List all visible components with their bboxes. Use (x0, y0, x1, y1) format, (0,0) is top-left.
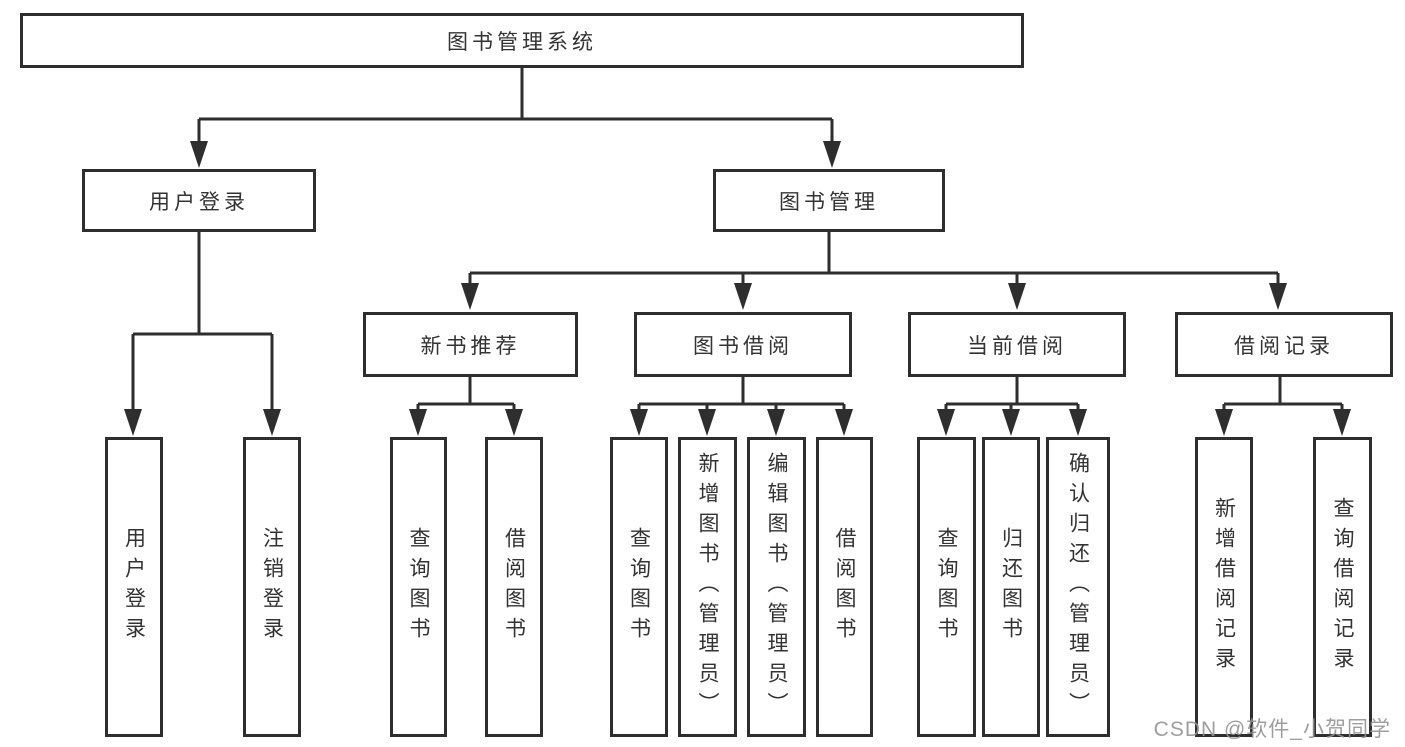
leaf-edit-book-admin: 编辑图书（管理员） (747, 437, 806, 737)
node-label: 借阅图书 (502, 527, 526, 647)
leaf-borrow-book-1: 借阅图书 (485, 437, 543, 737)
leaf-query-book-2: 查询图书 (610, 437, 668, 737)
arrow-down-icon (937, 409, 955, 436)
node-label: 查询图书 (627, 527, 651, 647)
node-book-management: 图书管理 (713, 169, 945, 232)
node-label: 新书推荐 (420, 334, 521, 358)
arrow-down-icon (1008, 283, 1026, 310)
arrow-down-icon (124, 409, 142, 436)
connector-line (416, 377, 516, 412)
leaf-logout-login: 注销登录 (243, 437, 301, 737)
connector-line (1222, 377, 1344, 412)
arrow-down-icon (1069, 409, 1087, 436)
node-new-book-recommend: 新书推荐 (363, 312, 578, 377)
arrow-down-icon (1333, 409, 1351, 436)
node-label: 图书借阅 (693, 334, 793, 358)
leaf-query-book-1: 查询图书 (390, 437, 447, 737)
node-label: 借阅图书 (833, 527, 857, 647)
node-user-login: 用户登录 (82, 169, 316, 232)
connector-line (637, 377, 846, 412)
node-label: 查询借阅记录 (1331, 497, 1355, 677)
arrow-down-icon (190, 141, 208, 168)
connector-book-management-to-level3 (461, 232, 1287, 310)
arrow-down-icon (1002, 409, 1020, 436)
connector-borrow-record-to-leaves (1215, 377, 1351, 436)
node-label: 用户登录 (149, 190, 249, 214)
arrow-down-icon (1215, 409, 1233, 436)
node-label: 当前借阅 (967, 334, 1067, 358)
arrow-down-icon (767, 409, 785, 436)
leaf-user-login: 用户登录 (105, 437, 163, 737)
leaf-add-book-admin: 新增图书（管理员） (678, 437, 737, 737)
node-label: 新增借阅记录 (1212, 497, 1236, 677)
node-label: 查询图书 (407, 527, 431, 647)
arrow-down-icon (835, 409, 853, 436)
node-label: 确认归还（管理员） (1066, 452, 1090, 722)
leaf-return-book: 归还图书 (982, 437, 1040, 737)
arrow-down-icon (1269, 283, 1287, 310)
connector-root-to-level2 (190, 68, 841, 168)
arrow-down-icon (461, 283, 479, 310)
node-label: 借阅记录 (1234, 334, 1334, 358)
connector-line (468, 232, 1280, 286)
arrow-down-icon (698, 409, 716, 436)
node-borrow-record: 借阅记录 (1175, 312, 1393, 377)
arrow-down-icon (409, 409, 427, 436)
node-label: 查询图书 (935, 527, 959, 647)
node-label: 归还图书 (999, 527, 1023, 647)
connector-current-borrow-to-leaves (937, 377, 1087, 436)
connector-line (944, 377, 1080, 412)
leaf-confirm-return-admin: 确认归还（管理员） (1046, 437, 1110, 737)
node-library-management-system: 图书管理系统 (20, 13, 1024, 68)
connector-line (131, 232, 274, 412)
connector-book-borrow-to-leaves (630, 377, 853, 436)
node-label: 编辑图书（管理员） (765, 452, 789, 722)
node-label: 用户登录 (122, 527, 146, 647)
connector-new-book-to-leaves (409, 377, 523, 436)
csdn-watermark: CSDN @软件_小贺同学 (1153, 718, 1391, 741)
node-current-borrow: 当前借阅 (908, 312, 1126, 377)
node-label: 图书管理 (779, 190, 879, 214)
arrow-down-icon (734, 283, 752, 310)
leaf-query-borrow-record: 查询借阅记录 (1313, 437, 1372, 737)
connector-user-login-to-leaves (124, 232, 281, 436)
arrow-down-icon (630, 409, 648, 436)
arrow-down-icon (263, 409, 281, 436)
node-book-borrow: 图书借阅 (634, 312, 852, 377)
leaf-add-borrow-record: 新增借阅记录 (1195, 437, 1253, 737)
node-label: 新增图书（管理员） (696, 452, 720, 722)
connector-line (197, 68, 834, 147)
leaf-query-book-3: 查询图书 (917, 437, 976, 737)
node-label: 图书管理系统 (447, 30, 597, 54)
leaf-borrow-book-2: 借阅图书 (816, 437, 873, 737)
arrow-down-icon (823, 141, 841, 168)
node-label: 注销登录 (260, 527, 284, 647)
arrow-down-icon (505, 409, 523, 436)
